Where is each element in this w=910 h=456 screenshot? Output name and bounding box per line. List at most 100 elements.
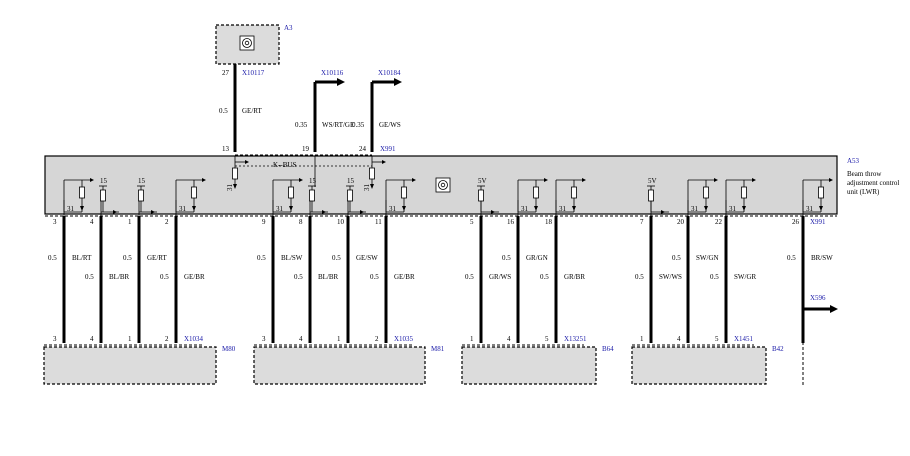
arrow-icon <box>202 178 206 182</box>
internal-gnd-label: 31 <box>179 205 187 213</box>
bottom-color: BL/BR <box>109 273 130 281</box>
bottom-pin: 2 <box>165 218 169 226</box>
arrow-icon <box>382 160 386 164</box>
bottom-color: BL/BR <box>318 273 339 281</box>
resistor-icon <box>79 186 85 199</box>
arrow-right-icon <box>337 78 345 86</box>
internal-gnd-label: 31 <box>691 205 699 213</box>
top-pin: 19 <box>302 145 310 153</box>
arrow-down-icon <box>233 184 237 189</box>
x991-top-label: X991 <box>380 145 396 153</box>
arrow-right-icon <box>394 78 402 86</box>
component-connector-label: X1451 <box>734 335 754 343</box>
component-id: M80 <box>222 345 236 353</box>
arrow-icon <box>245 160 249 164</box>
bottom-color: GE/RT <box>147 254 168 262</box>
bottom-gauge: 0.5 <box>502 254 511 262</box>
arrow-icon <box>113 210 117 214</box>
bottom-color: GE/BR <box>394 273 415 281</box>
top-color: GE/RT <box>242 107 263 115</box>
a53-unit[interactable]: K--BUS <box>44 155 838 217</box>
component-box[interactable] <box>631 346 767 385</box>
internal-gnd-label: 31 <box>363 184 371 192</box>
bottom-color: SW/GN <box>696 254 719 262</box>
component-connector-label: X13251 <box>564 335 587 343</box>
resistor-icon <box>533 186 539 199</box>
arrow-down-icon <box>704 206 708 211</box>
internal-gnd-label: 31 <box>276 205 284 213</box>
bottom-pin: 8 <box>299 218 303 226</box>
bottom-pin: 26 <box>792 218 800 226</box>
supply-label: 15 <box>100 177 108 185</box>
a3-pin: 27 <box>222 69 230 77</box>
component-box[interactable] <box>461 346 597 385</box>
bottom-pin: 22 <box>715 218 723 226</box>
bottom-color: GR/BR <box>564 273 585 281</box>
a53-speaker-icon <box>435 177 451 193</box>
supply-label: 15 <box>347 177 355 185</box>
bottom-color: BL/SW <box>281 254 303 262</box>
component-pin: 1 <box>470 335 474 343</box>
arrow-down-icon <box>819 206 823 211</box>
internal-gnd-label: 31 <box>559 205 567 213</box>
a53-label: A53 <box>847 157 860 165</box>
bottom-gauge: 0.5 <box>48 254 57 262</box>
internal-gnd-label: 31 <box>389 205 397 213</box>
internal-gnd-label: 31 <box>67 205 75 213</box>
bottom-color: GE/BR <box>184 273 205 281</box>
arrow-icon <box>661 210 665 214</box>
a3-module[interactable]: A3 <box>215 24 293 65</box>
arrow-icon <box>322 210 326 214</box>
arrow-icon <box>491 210 495 214</box>
arrow-down-icon <box>370 184 374 189</box>
resistor-icon <box>232 167 238 180</box>
bottom-color: SW/WS <box>659 273 682 281</box>
bottom-color: GR/GN <box>526 254 548 262</box>
bottom-gauge: 0.5 <box>635 273 644 281</box>
x596-label: X596 <box>810 294 826 302</box>
bottom-pin: 9 <box>262 218 266 226</box>
component-pin: 3 <box>53 335 57 343</box>
component-connector-label: X1035 <box>394 335 414 343</box>
component-pin: 1 <box>337 335 341 343</box>
arrow-icon <box>582 178 586 182</box>
resistor-icon <box>347 189 353 202</box>
component-id: B64 <box>602 345 614 353</box>
resistor-icon <box>288 186 294 199</box>
bottom-gauge: 0.5 <box>160 273 169 281</box>
top-pin: 13 <box>222 145 230 153</box>
bottom-gauge: 0.5 <box>465 273 474 281</box>
bottom-gauge: 0.5 <box>123 254 132 262</box>
bottom-gauge: 0.5 <box>257 254 266 262</box>
bottom-pin: 11 <box>375 218 382 226</box>
resistor-icon <box>818 186 824 199</box>
component-box[interactable] <box>253 346 426 385</box>
bottom-color: SW/GR <box>734 273 757 281</box>
top-pin: 24 <box>359 145 367 153</box>
arrow-icon <box>90 178 94 182</box>
bottom-gauge: 0.5 <box>787 254 796 262</box>
top-color: WS/RT/GE <box>322 121 354 129</box>
arrow-icon <box>544 178 548 182</box>
component-pin: 5 <box>715 335 719 343</box>
top-color: GE/WS <box>379 121 401 129</box>
arrow-icon <box>151 210 155 214</box>
internal-gnd-label: 31 <box>729 205 737 213</box>
x596-arrow-icon <box>830 305 838 313</box>
arrow-icon <box>714 178 718 182</box>
resistor-icon <box>309 189 315 202</box>
arrow-down-icon <box>572 206 576 211</box>
component-box[interactable] <box>43 346 217 385</box>
arrow-down-icon <box>192 206 196 211</box>
bottom-pin: 16 <box>507 218 515 226</box>
arrow-down-icon <box>289 206 293 211</box>
bottom-gauge: 0.5 <box>710 273 719 281</box>
bottom-pin: 3 <box>53 218 57 226</box>
a53-desc-1: Beam throw <box>847 170 882 178</box>
internal-gnd-label: 31 <box>226 184 234 192</box>
resistor-icon <box>191 186 197 199</box>
component-pin: 2 <box>375 335 379 343</box>
component-id: M81 <box>431 345 445 353</box>
bottom-pin: 10 <box>337 218 345 226</box>
